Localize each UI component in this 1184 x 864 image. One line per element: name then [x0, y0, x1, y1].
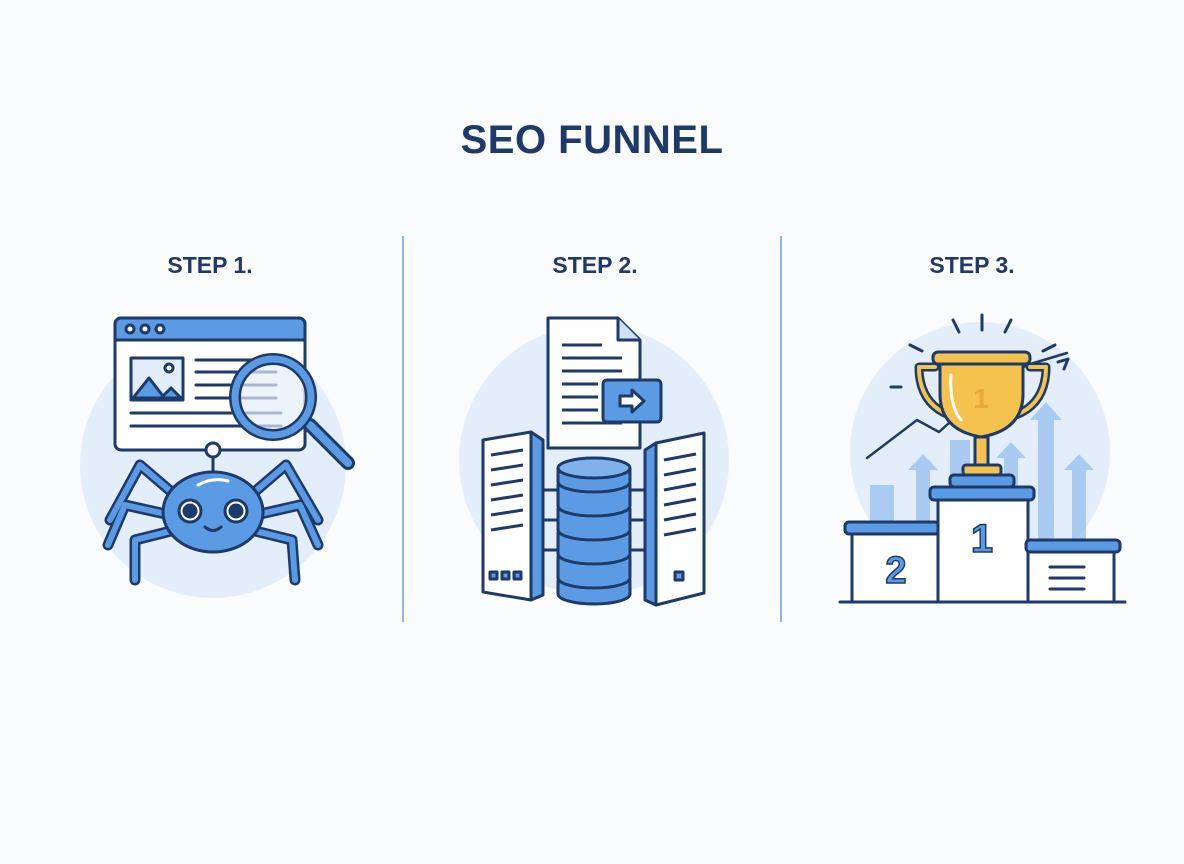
- crawler-spider-icon: [80, 316, 355, 598]
- ranking-trophy-podium-icon: [838, 313, 1127, 604]
- step-2-label: STEP 2.: [552, 252, 638, 278]
- page-title: SEO FUNNEL: [460, 118, 724, 162]
- step-1-label: STEP 1.: [167, 252, 253, 278]
- step-3-label: STEP 3.: [929, 252, 1015, 278]
- podium-first-number: 1: [971, 517, 993, 561]
- trophy-number: 1: [973, 383, 989, 414]
- indexing-database-icon: [459, 316, 729, 607]
- divider: [780, 236, 782, 622]
- podium-second-number: 2: [885, 550, 906, 592]
- divider: [402, 236, 404, 622]
